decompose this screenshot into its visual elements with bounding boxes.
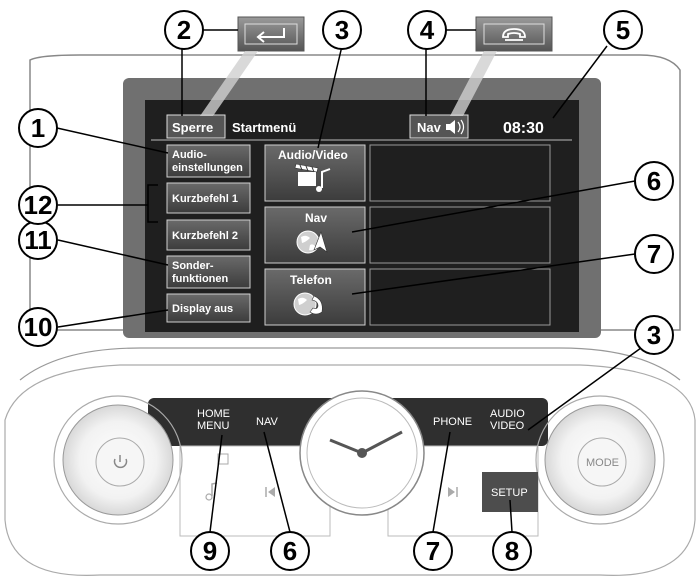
callout-1: 1 xyxy=(18,108,58,148)
svg-text:6: 6 xyxy=(647,166,661,196)
svg-text:5: 5 xyxy=(616,15,630,45)
nav-button[interactable]: NAV xyxy=(256,416,278,428)
svg-text:3: 3 xyxy=(335,15,349,45)
clock: 08:30 xyxy=(503,120,544,137)
svg-text:4: 4 xyxy=(420,15,435,45)
mode-knob[interactable]: MODE xyxy=(535,395,665,525)
lock-label: Sperre xyxy=(172,120,213,135)
tile-label: Telefon xyxy=(290,273,332,287)
lock-button[interactable] xyxy=(166,114,226,139)
callout-12: 12 xyxy=(18,185,58,225)
svg-text:3: 3 xyxy=(647,320,661,350)
svg-text:HOME: HOME xyxy=(197,408,230,420)
sidebar-label-line1: Sonder- xyxy=(172,260,214,272)
tile-label: Nav xyxy=(305,211,327,225)
sidebar-label: Kurzbefehl 2 xyxy=(172,230,238,242)
hangup-button-zoom xyxy=(475,16,553,52)
callout-9: 9 xyxy=(190,531,230,571)
sidebar-label: Display aus xyxy=(172,303,233,315)
leader-lines xyxy=(56,29,646,533)
phone-button[interactable]: PHONE xyxy=(433,416,472,428)
callout-2: 2 xyxy=(164,10,204,50)
callout-7: 7 xyxy=(634,234,674,274)
svg-text:NAV: NAV xyxy=(256,416,278,428)
sidebar-item-audio-settings[interactable]: Audio- einstellungen xyxy=(166,144,251,178)
svg-text:2: 2 xyxy=(177,15,191,45)
info-panel xyxy=(369,268,551,326)
callout-11: 11 xyxy=(18,220,58,260)
speaker-icon xyxy=(446,119,465,135)
svg-text:SETUP: SETUP xyxy=(491,487,528,499)
svg-text:1: 1 xyxy=(31,113,45,143)
svg-text:9: 9 xyxy=(203,536,217,566)
console: MODE HOME MENU NAV PHONE AUDIO VIDEO SET… xyxy=(4,347,696,576)
page-title: Startmenü xyxy=(232,120,296,135)
zoom-pointer xyxy=(450,51,497,116)
nav-audio-label: Nav xyxy=(417,120,442,135)
svg-text:8: 8 xyxy=(505,536,519,566)
svg-text:MENU: MENU xyxy=(197,420,229,432)
sidebar-item-special-functions[interactable]: Sonder- funktionen xyxy=(166,255,251,289)
audio-video-button[interactable]: AUDIO VIDEO xyxy=(490,408,525,432)
power-knob[interactable] xyxy=(53,395,183,525)
svg-text:PHONE: PHONE xyxy=(433,416,472,428)
svg-text:12: 12 xyxy=(24,190,53,220)
globe-phone-icon xyxy=(293,292,323,316)
sidebar-item-shortcut-1[interactable]: Kurzbefehl 1 xyxy=(166,182,251,214)
home-menu-button[interactable]: HOME MENU xyxy=(197,408,230,432)
sidebar-label-line2: funktionen xyxy=(172,273,228,285)
tile-telefon[interactable]: Telefon xyxy=(264,268,366,326)
sidebar-item-display-off[interactable]: Display aus xyxy=(166,293,251,323)
square-icon xyxy=(217,453,229,465)
callout-8: 8 xyxy=(492,531,532,571)
callout-5: 5 xyxy=(603,10,643,50)
info-panel xyxy=(369,144,551,202)
info-panel xyxy=(369,206,551,264)
sidebar-label-line2: einstellungen xyxy=(172,162,243,174)
sidebar-item-shortcut-2[interactable]: Kurzbefehl 2 xyxy=(166,219,251,251)
power-icon xyxy=(113,455,128,469)
sidebar-label-line1: Audio- xyxy=(172,149,207,161)
back-button-zoom xyxy=(237,16,305,52)
svg-text:11: 11 xyxy=(24,225,52,255)
svg-text:VIDEO: VIDEO xyxy=(490,420,525,432)
mode-label: MODE xyxy=(586,457,619,469)
callout-10: 10 xyxy=(18,307,58,347)
callout-4: 4 xyxy=(407,10,447,50)
return-arrow-icon xyxy=(256,28,285,43)
callout-7-console: 7 xyxy=(413,531,453,571)
callout-3: 3 xyxy=(322,10,362,50)
sidebar-label: Kurzbefehl 1 xyxy=(172,193,238,205)
skip-forward-icon xyxy=(448,487,458,497)
clapperboard-music-icon xyxy=(294,163,331,192)
svg-text:7: 7 xyxy=(426,536,440,566)
svg-text:AUDIO: AUDIO xyxy=(490,408,525,420)
callout-6: 6 xyxy=(634,161,674,201)
analog-clock xyxy=(299,390,425,516)
tile-nav[interactable]: Nav xyxy=(264,206,366,264)
svg-text:6: 6 xyxy=(283,536,297,566)
globe-navigation-icon xyxy=(296,230,328,254)
zoom-pointer xyxy=(200,51,258,116)
svg-text:7: 7 xyxy=(647,239,661,269)
callout-6-console: 6 xyxy=(270,531,310,571)
tile-label: Audio/Video xyxy=(278,148,348,162)
svg-text:10: 10 xyxy=(24,312,53,342)
tile-audio-video[interactable]: Audio/Video xyxy=(264,144,366,202)
skip-back-icon xyxy=(265,487,275,497)
callout-3-console: 3 xyxy=(634,315,674,355)
hangup-phone-icon xyxy=(502,28,526,41)
